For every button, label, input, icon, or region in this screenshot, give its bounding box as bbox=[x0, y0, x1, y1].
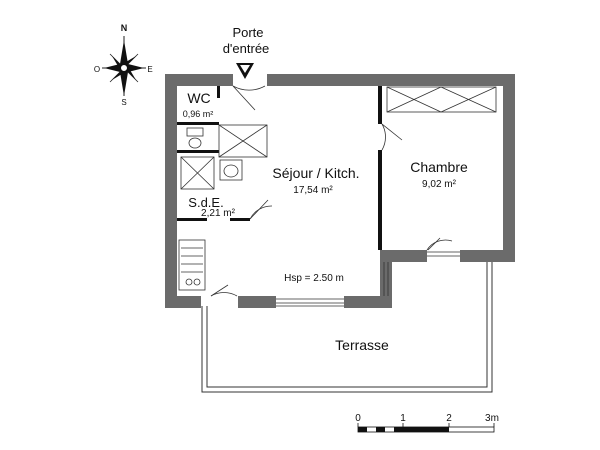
kitchen-cabinet bbox=[218, 124, 268, 158]
sink-icon bbox=[219, 159, 243, 181]
terrace-door-left bbox=[210, 284, 238, 297]
entrance-label-line1: Porte bbox=[232, 25, 263, 40]
entrance-label-line2: d'entrée bbox=[223, 41, 270, 56]
sde-door bbox=[249, 199, 273, 220]
bay-window bbox=[276, 298, 344, 307]
shower-icon bbox=[180, 156, 215, 190]
room-wc-area: 0,96 m² bbox=[183, 109, 214, 119]
interior-walls bbox=[177, 86, 382, 250]
scale-bar bbox=[357, 423, 495, 433]
entrance-door bbox=[232, 85, 266, 111]
chambre-door bbox=[381, 123, 403, 151]
sejour-window-right bbox=[383, 262, 389, 296]
chambre-window bbox=[426, 237, 460, 257]
chambre-storage bbox=[386, 86, 497, 113]
exterior-walls bbox=[165, 74, 515, 308]
terrace-outline bbox=[201, 256, 493, 393]
room-sejour-area: 17,54 m² bbox=[293, 185, 333, 196]
compass-west-label: O bbox=[94, 65, 100, 74]
room-terrasse-name: Terrasse bbox=[335, 337, 389, 353]
room-chambre-name: Chambre bbox=[410, 159, 468, 175]
compass-east-label: E bbox=[147, 65, 152, 74]
scale-label-2: 2 bbox=[446, 413, 452, 424]
room-wc-name: WC bbox=[187, 90, 210, 106]
compass-north-label: N bbox=[121, 23, 128, 33]
compass-south-label: S bbox=[121, 98, 126, 107]
scale-label-3m: 3m bbox=[485, 413, 499, 424]
room-sde-name: S.d.E. bbox=[188, 195, 223, 210]
room-chambre-area: 9,02 m² bbox=[422, 179, 457, 190]
room-sde-area: 2,21 m² bbox=[201, 208, 236, 219]
scale-label-1: 1 bbox=[400, 413, 406, 424]
wc-toilet-icon bbox=[186, 127, 204, 149]
kitchen-unit bbox=[178, 239, 206, 291]
room-sejour-name: Séjour / Kitch. bbox=[272, 165, 359, 181]
scale-label-0: 0 bbox=[355, 413, 361, 424]
compass-rose-icon bbox=[102, 36, 146, 96]
ceiling-height-label: Hsp = 2.50 m bbox=[284, 273, 344, 284]
